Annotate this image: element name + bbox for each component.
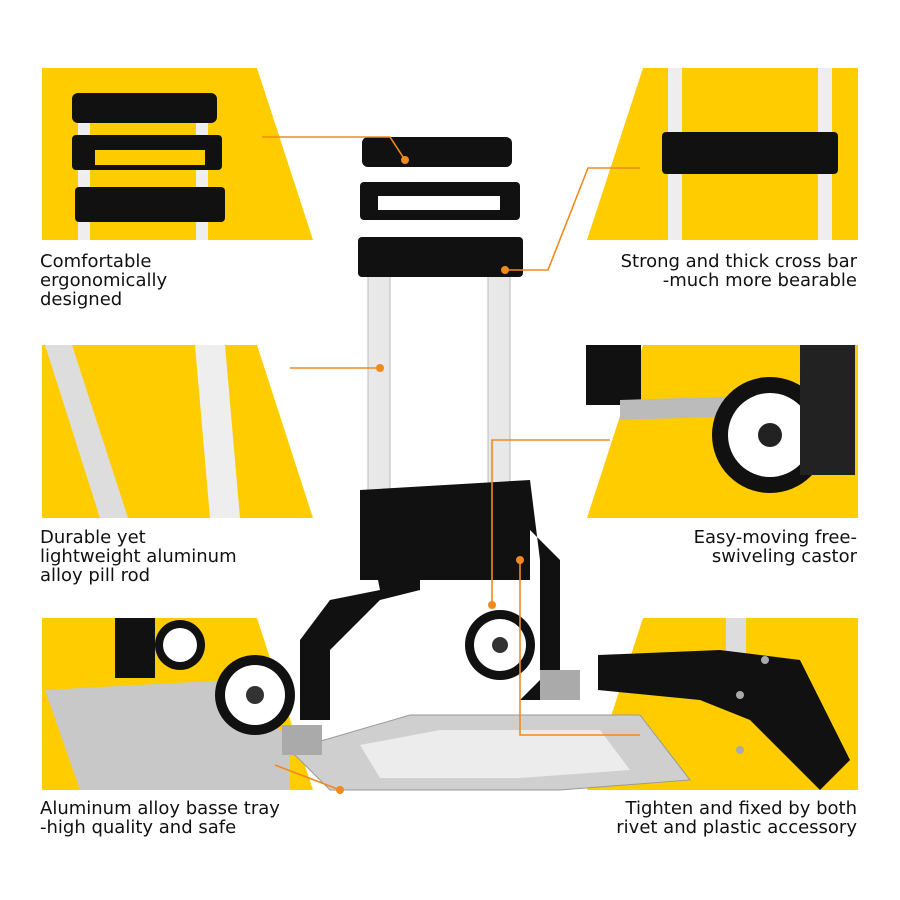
leader-handle [262, 136, 406, 161]
crossbar-closeup-image [662, 68, 838, 240]
castor-closeup-image [586, 345, 855, 493]
feature-label-crossbar: Strong and thick cross bar -much more be… [620, 251, 857, 291]
feature-label-tray: Aluminum alloy basse tray -high quality … [40, 798, 280, 838]
rod-closeup-image [45, 345, 240, 518]
feature-label-castor: Easy-moving free- swiveling castor [693, 527, 857, 567]
leader-castor [491, 439, 610, 605]
feature-label-handle: Comfortable ergonomically designed [40, 251, 168, 310]
feature-label-rivet: Tighten and fixed by both rivet and plas… [616, 798, 857, 838]
leader-rivet [519, 560, 640, 736]
handle-closeup-image [72, 93, 225, 240]
hand-truck-image [215, 137, 691, 791]
rivet-closeup-image [598, 618, 850, 790]
leader-tray [274, 764, 341, 791]
leader-crossbar [505, 167, 640, 271]
feature-label-rod: Durable yet lightweight aluminum alloy p… [40, 527, 237, 586]
